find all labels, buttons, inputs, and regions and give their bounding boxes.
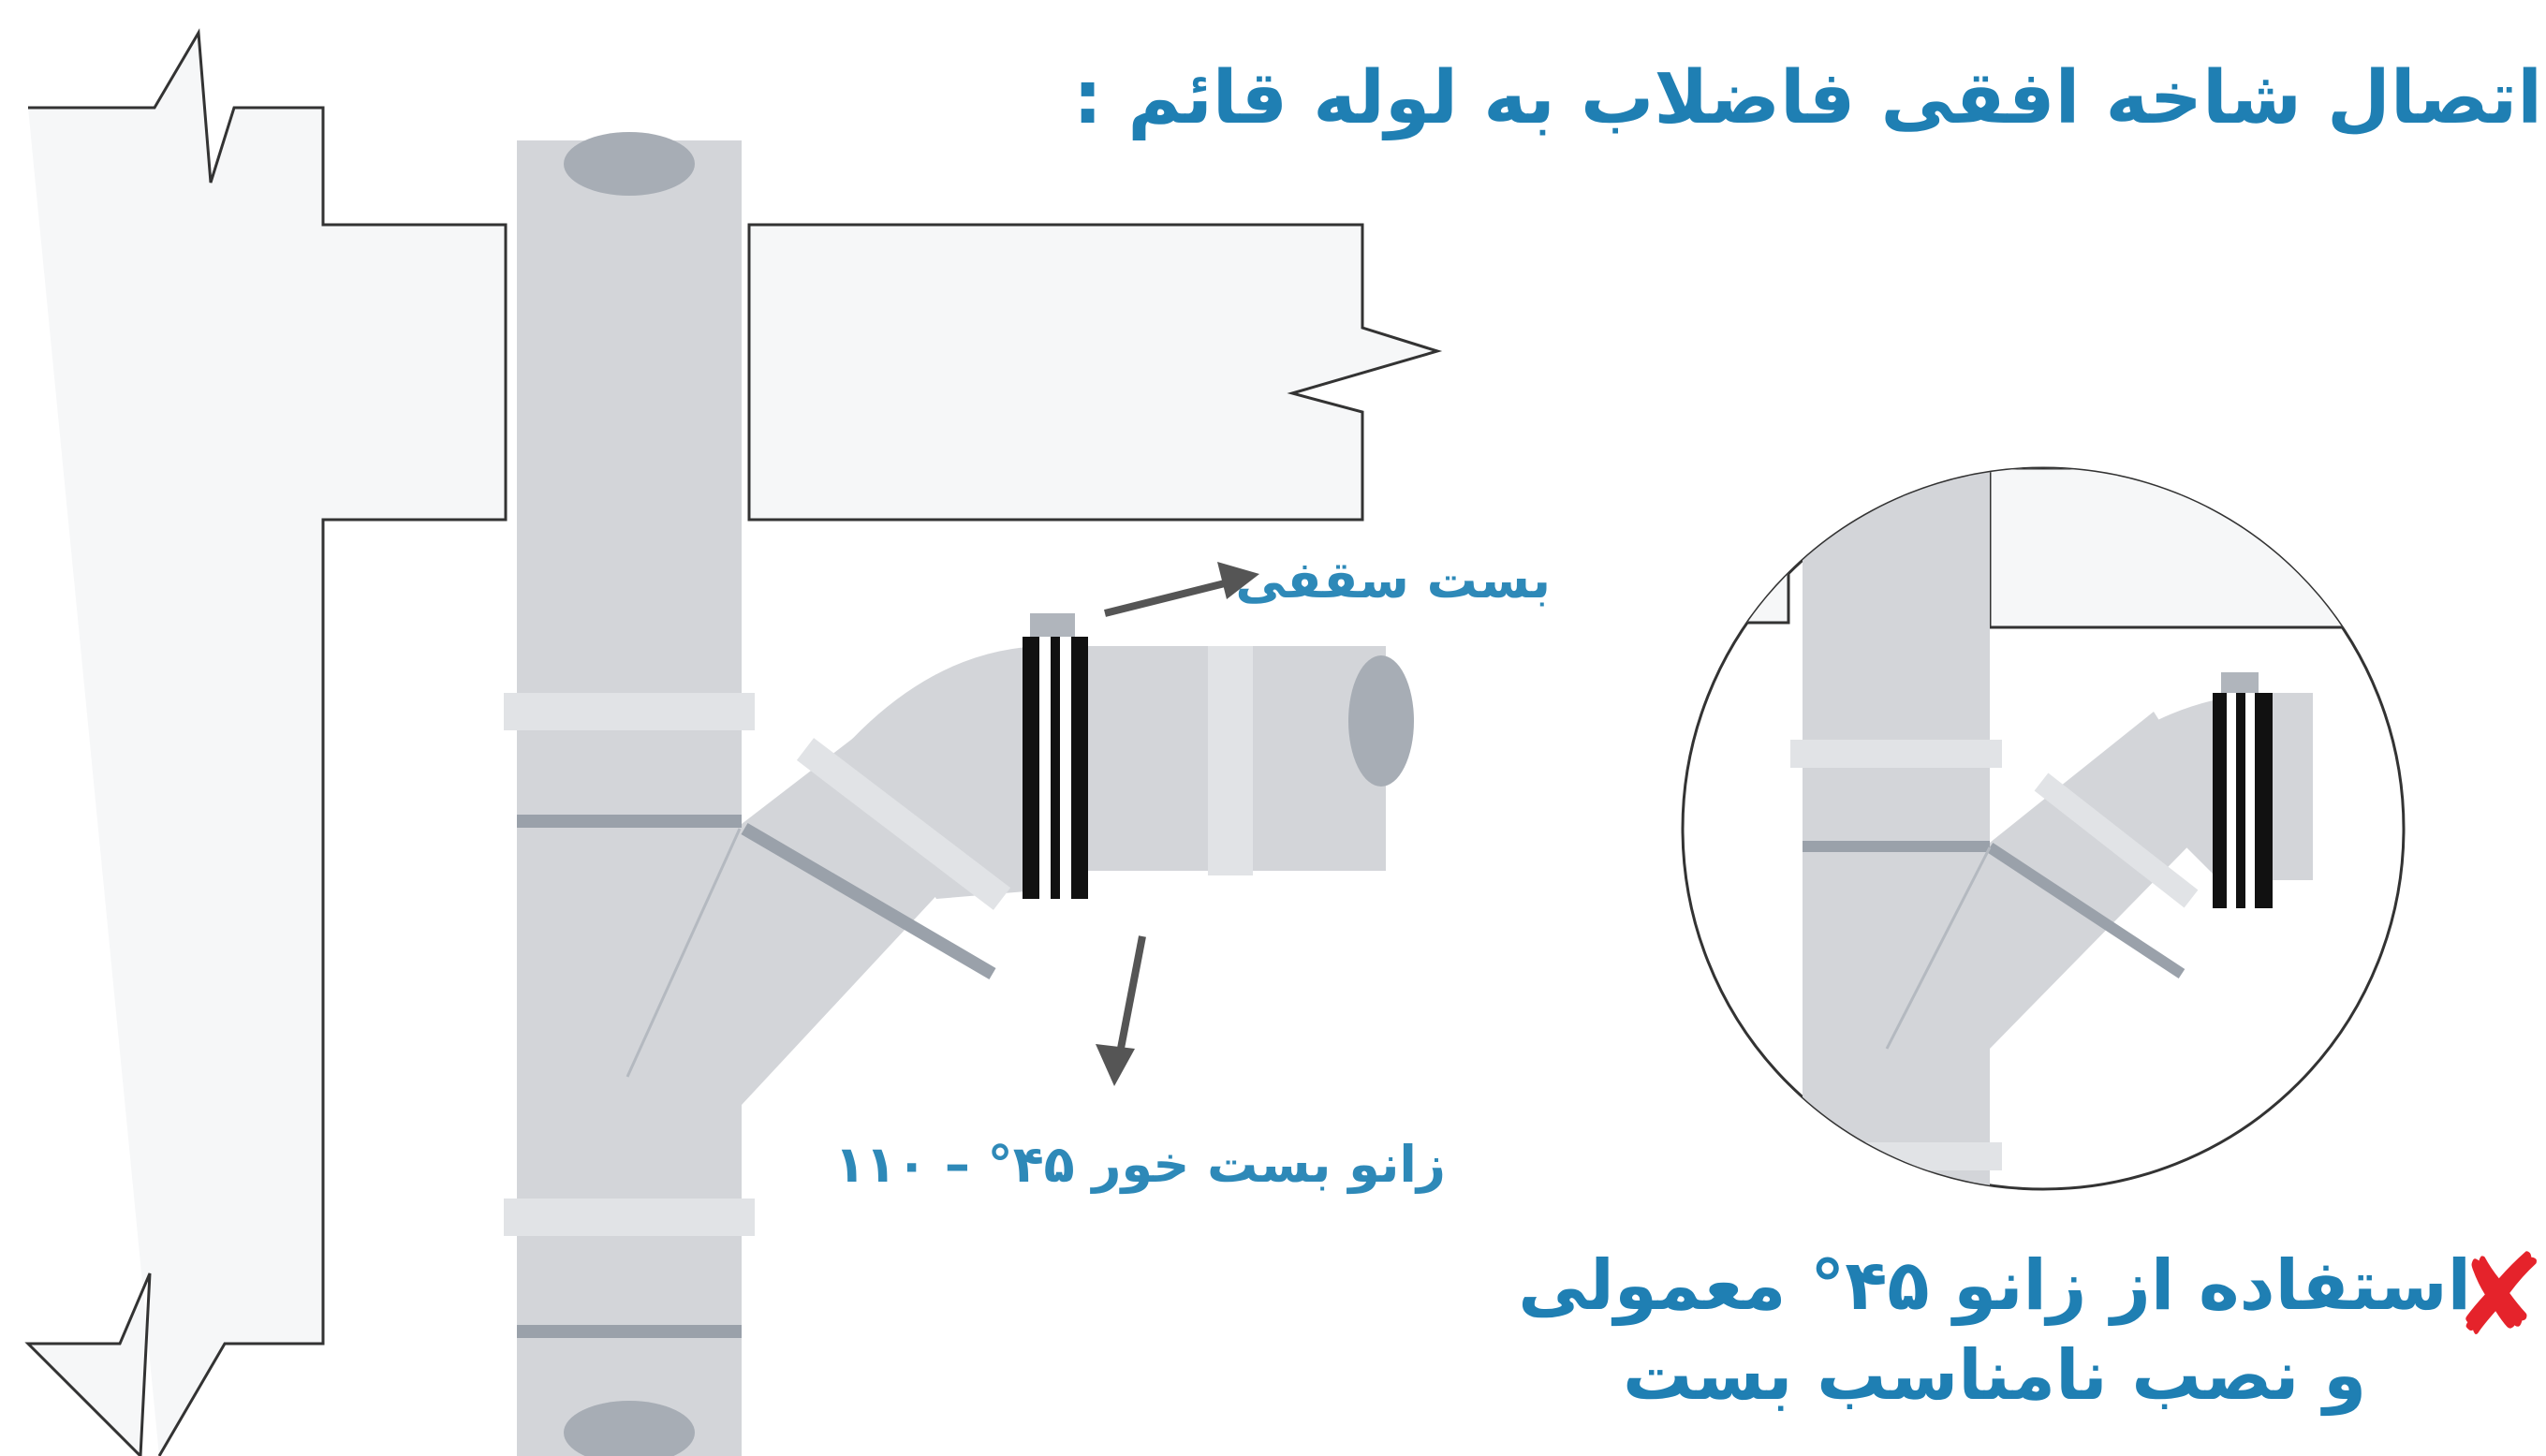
warning-line-2: و نصب نامناسب بست <box>1622 1335 2367 1416</box>
vertical-stack-pipe <box>504 132 755 1456</box>
warning-caption: استفاده از زانو ۴۵° معمولی و نصب نامناسب… <box>1518 1241 2471 1420</box>
clampable-elbow-label: زانو بست خور ۴۵° – ۱۱۰ <box>834 1135 1446 1194</box>
elbow-arrow <box>1096 935 1146 1086</box>
wall-column-outline <box>24 28 508 1456</box>
y-branch-fitting <box>625 646 1049 1105</box>
horizontal-branch-pipe <box>1049 646 1414 875</box>
detail-circle <box>1681 466 2406 1191</box>
page-title: اتصال شاخه افقی فاضلاب به لوله قائم : <box>1072 56 2542 140</box>
ceiling-clamp <box>1023 613 1088 899</box>
ceiling-slab-outline <box>747 223 1443 522</box>
clamp-arrow <box>1104 562 1259 617</box>
ceiling-clamp-label: بست سقفی <box>1235 551 1551 610</box>
warning-line-1: استفاده از زانو ۴۵° معمولی <box>1518 1245 2471 1326</box>
cross-mark-icon: ✘ <box>2451 1231 2546 1361</box>
